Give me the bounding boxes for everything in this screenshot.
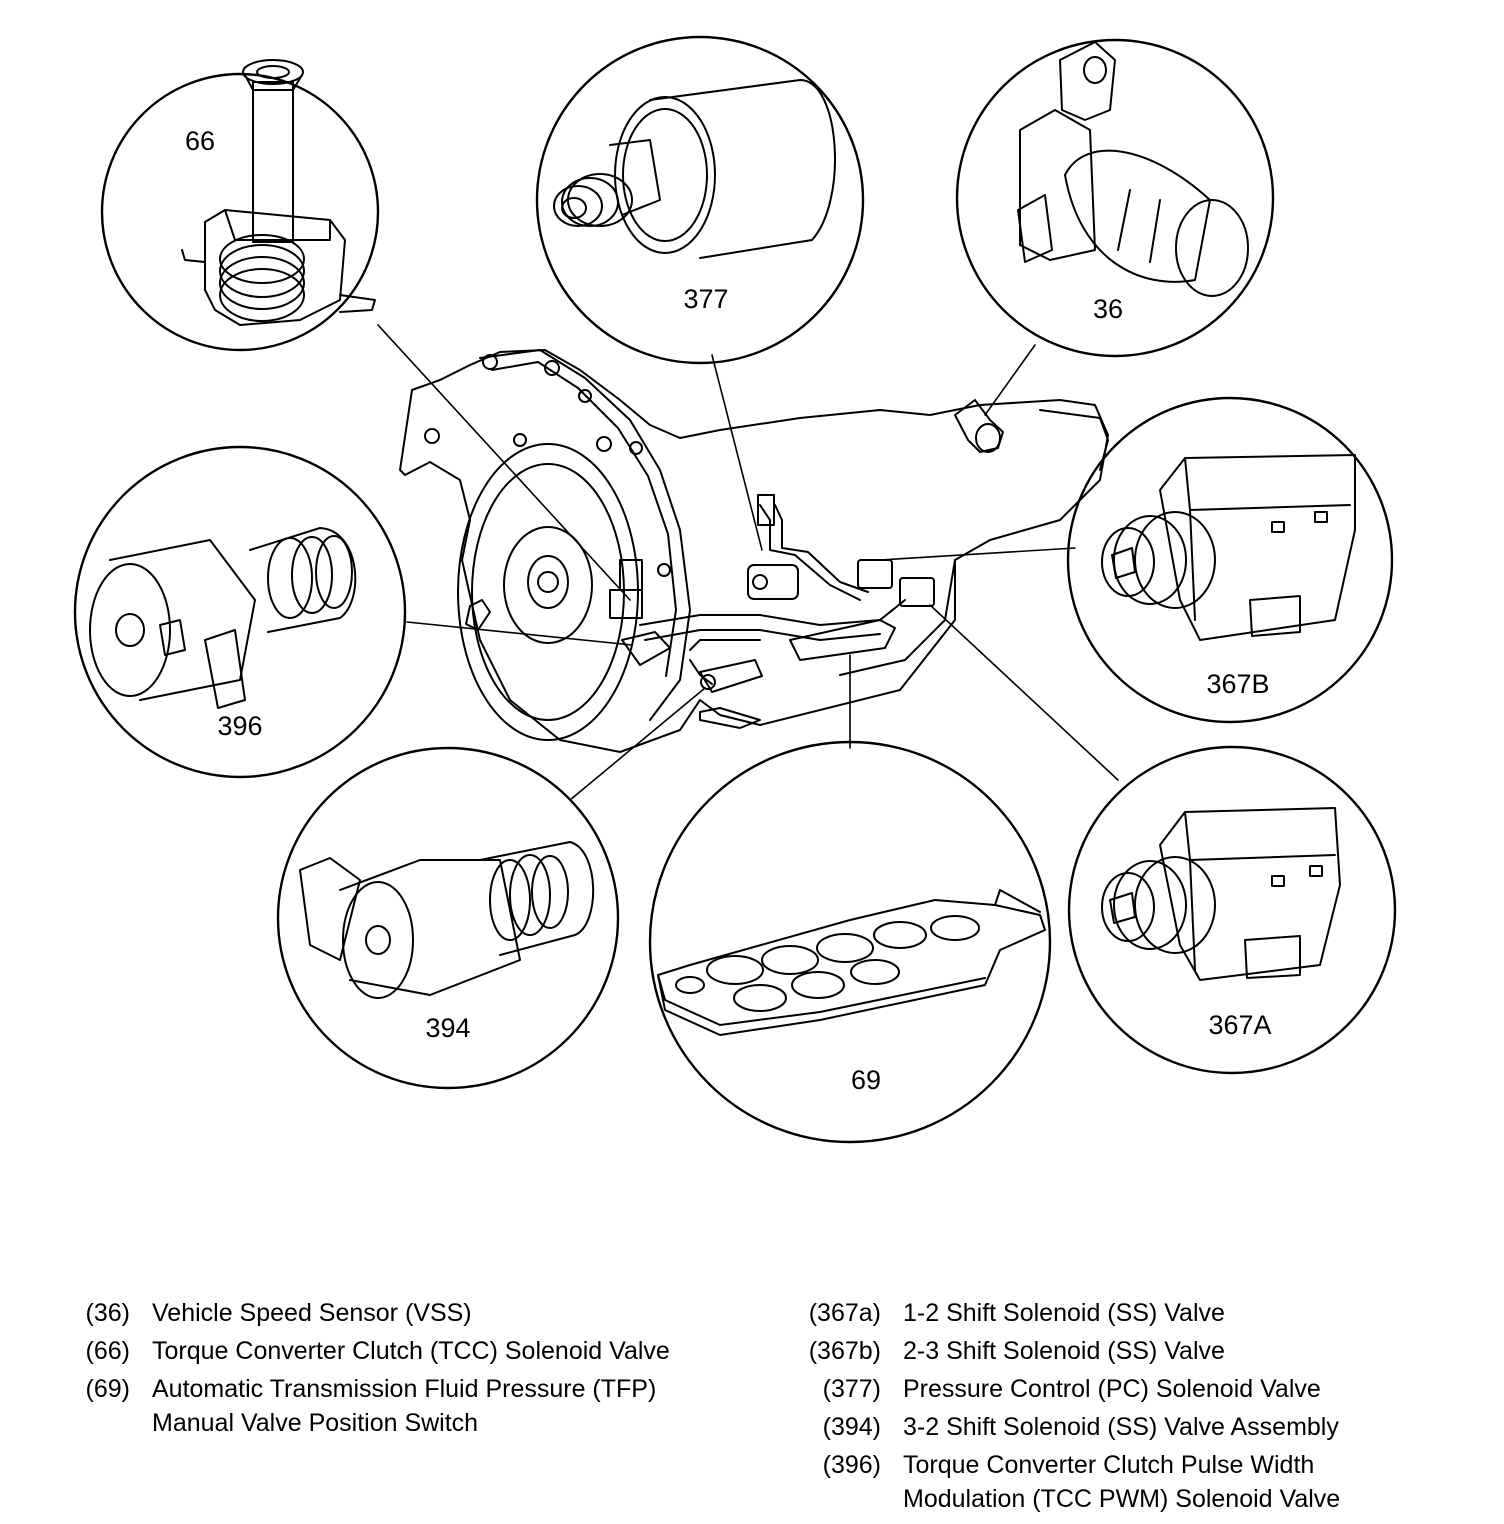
legend-item: (396) Torque Converter Clutch Pulse Widt… <box>795 1448 1423 1516</box>
transmission-assembly <box>399 349 1109 753</box>
legend-description: 1-2 Shift Solenoid (SS) Valve <box>903 1299 1225 1327</box>
callout-label-36: 36 <box>1093 294 1123 324</box>
legend-description: Vehicle Speed Sensor (VSS) <box>152 1299 472 1327</box>
callout-label-69: 69 <box>851 1065 881 1095</box>
callout-labels: 66 377 36 367B 367A 396 394 69 <box>185 126 1272 1095</box>
callout-69 <box>648 740 1052 1144</box>
legend-number: (66) <box>85 1337 130 1365</box>
legend-item: (367b) 2-3 Shift Solenoid (SS) Valve <box>795 1334 1423 1368</box>
legend-description: 2-3 Shift Solenoid (SS) Valve <box>903 1337 1225 1365</box>
leader-lines <box>377 324 1119 801</box>
callout-label-367B: 367B <box>1206 669 1269 699</box>
legend-item: (367a) 1-2 Shift Solenoid (SS) Valve <box>795 1296 1423 1330</box>
legend-description: Pressure Control (PC) Solenoid Valve <box>903 1375 1321 1403</box>
callout-label-394: 394 <box>425 1013 470 1043</box>
legend-item: (69) Automatic Transmission Fluid Pressu… <box>80 1372 692 1440</box>
legend-description: 3-2 Shift Solenoid (SS) Valve Assembly <box>903 1413 1339 1441</box>
callout-394 <box>276 746 620 1090</box>
legend-right-column: (367a) 1-2 Shift Solenoid (SS) Valve (36… <box>795 1296 1423 1520</box>
legend-number: (36) <box>85 1299 130 1327</box>
legend-item: (36) Vehicle Speed Sensor (VSS) <box>80 1296 692 1330</box>
callout-367B <box>1066 396 1394 724</box>
legend-number: (367b) <box>808 1337 881 1365</box>
callout-label-377: 377 <box>683 284 728 314</box>
legend-item: (377) Pressure Control (PC) Solenoid Val… <box>795 1372 1423 1406</box>
callout-396 <box>73 445 407 779</box>
legend-number: (367a) <box>808 1299 881 1327</box>
callout-66 <box>100 59 380 352</box>
callout-377 <box>535 35 865 365</box>
legend-number: (69) <box>85 1375 130 1403</box>
transmission-solenoid-diagram: 66 377 36 367B 367A 396 394 69 <box>73 35 1397 1144</box>
legend-description: Automatic Transmission Fluid Pressure (T… <box>152 1375 657 1437</box>
legend-description: Torque Converter Clutch (TCC) Solenoid V… <box>152 1337 670 1365</box>
legend-item: (66) Torque Converter Clutch (TCC) Solen… <box>80 1334 692 1368</box>
legend-left-column: (36) Vehicle Speed Sensor (VSS) (66) Tor… <box>80 1296 692 1444</box>
legend-number: (396) <box>822 1451 881 1479</box>
legend-number: (394) <box>822 1413 881 1441</box>
callout-label-396: 396 <box>217 711 262 741</box>
callout-label-66: 66 <box>185 126 215 156</box>
legend-item: (394) 3-2 Shift Solenoid (SS) Valve Asse… <box>795 1410 1423 1444</box>
callout-label-367A: 367A <box>1208 1010 1271 1040</box>
callout-367A <box>1067 745 1397 1075</box>
legend-number: (377) <box>822 1375 881 1403</box>
callout-36 <box>955 38 1275 358</box>
legend-description: Torque Converter Clutch Pulse Width Modu… <box>903 1451 1341 1513</box>
